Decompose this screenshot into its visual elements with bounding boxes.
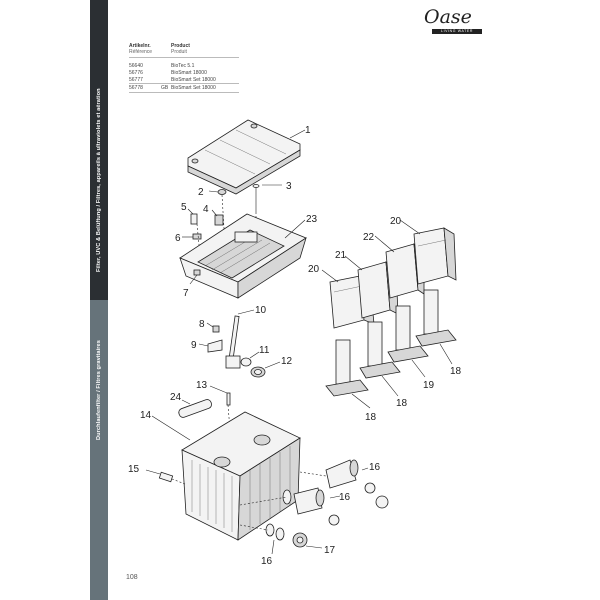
part-hose-tail-upper xyxy=(299,459,389,509)
callout-11: 11 xyxy=(259,345,270,356)
callout-4: 4 xyxy=(203,204,209,215)
header-product-fr: Produit xyxy=(171,49,187,55)
part-scraper xyxy=(225,309,255,369)
part-union-nut xyxy=(250,361,281,378)
callout-2: 2 xyxy=(198,187,204,198)
part-insert xyxy=(211,209,224,226)
part-screw xyxy=(252,184,282,212)
callout-21: 21 xyxy=(335,250,347,261)
part-brush-holder xyxy=(415,289,457,365)
callout-16: 16 xyxy=(339,492,351,503)
part-filter-box xyxy=(151,411,301,541)
part-brush-holder xyxy=(359,321,401,397)
callout-14: 14 xyxy=(140,410,152,421)
part-hose-tail-lower xyxy=(239,523,323,555)
callout-22: 22 xyxy=(363,232,375,243)
part-o-ring xyxy=(240,351,260,367)
table-divider xyxy=(129,57,239,58)
part-clip xyxy=(198,322,223,353)
callout-16: 16 xyxy=(369,462,381,473)
callout-18: 18 xyxy=(396,398,408,409)
callout-12: 12 xyxy=(281,356,293,367)
table-cell-product: BioSmart 18000 xyxy=(171,70,207,76)
part-brush-holder xyxy=(325,339,371,409)
part-brush-holder xyxy=(387,305,429,378)
table-divider xyxy=(129,92,239,93)
callout-7: 7 xyxy=(183,288,189,299)
callout-20: 20 xyxy=(390,216,402,227)
callout-19: 19 xyxy=(423,380,435,391)
part-lid xyxy=(187,119,306,195)
callout-15: 15 xyxy=(128,464,140,475)
part-connector-pipe xyxy=(145,469,186,485)
callout-18: 18 xyxy=(450,366,462,377)
table-cell-ref: 56777 xyxy=(129,77,143,83)
callout-18: 18 xyxy=(365,412,377,423)
sidebar-grey-band xyxy=(90,300,108,600)
callout-23: 23 xyxy=(306,214,318,225)
brand-logo: Oase LIVING WATER xyxy=(424,6,484,36)
part-drain-plug xyxy=(189,269,201,285)
header-product-de: Product xyxy=(171,43,190,49)
callout-13: 13 xyxy=(196,380,208,391)
callout-24: 24 xyxy=(170,392,182,403)
part-gasket xyxy=(178,399,212,418)
table-cell-product: BioSmart Set 18000 xyxy=(171,85,216,91)
table-cell-ref: 56640 xyxy=(129,63,143,69)
part-upper-tray xyxy=(179,213,307,299)
table-cell-extra: GB xyxy=(161,85,169,91)
part-foam-sponge-20b xyxy=(399,219,457,285)
table-cell-ref: 56778 xyxy=(129,85,143,91)
table-cell-ref: 56776 xyxy=(129,70,143,76)
table-divider xyxy=(129,83,239,84)
callout-1: 1 xyxy=(305,125,311,136)
header-ref-de: Artikelnr. xyxy=(129,43,151,49)
callout-3: 3 xyxy=(286,181,292,192)
callout-9: 9 xyxy=(191,340,197,351)
table-cell-product: BioSmart Set 18000 xyxy=(171,77,216,83)
part-hose-tail-middle xyxy=(239,487,341,526)
callout-5: 5 xyxy=(181,202,187,213)
part-connector xyxy=(182,208,202,240)
logo-wordmark: Oase xyxy=(424,6,472,28)
part-nut xyxy=(208,189,227,195)
callout-17: 17 xyxy=(324,545,336,556)
callout-10: 10 xyxy=(255,305,267,316)
callout-8: 8 xyxy=(199,319,205,330)
table-cell-product: BioTec 5.1 xyxy=(171,63,195,69)
page-number: 108 xyxy=(126,574,138,581)
callout-6: 6 xyxy=(175,233,181,244)
callout-20: 20 xyxy=(308,264,320,275)
sidebar-dark-band xyxy=(90,0,108,300)
header-ref-fr: Référence xyxy=(129,49,153,55)
callout-16: 16 xyxy=(261,556,273,567)
logo-tagline: LIVING WATER xyxy=(432,29,482,34)
